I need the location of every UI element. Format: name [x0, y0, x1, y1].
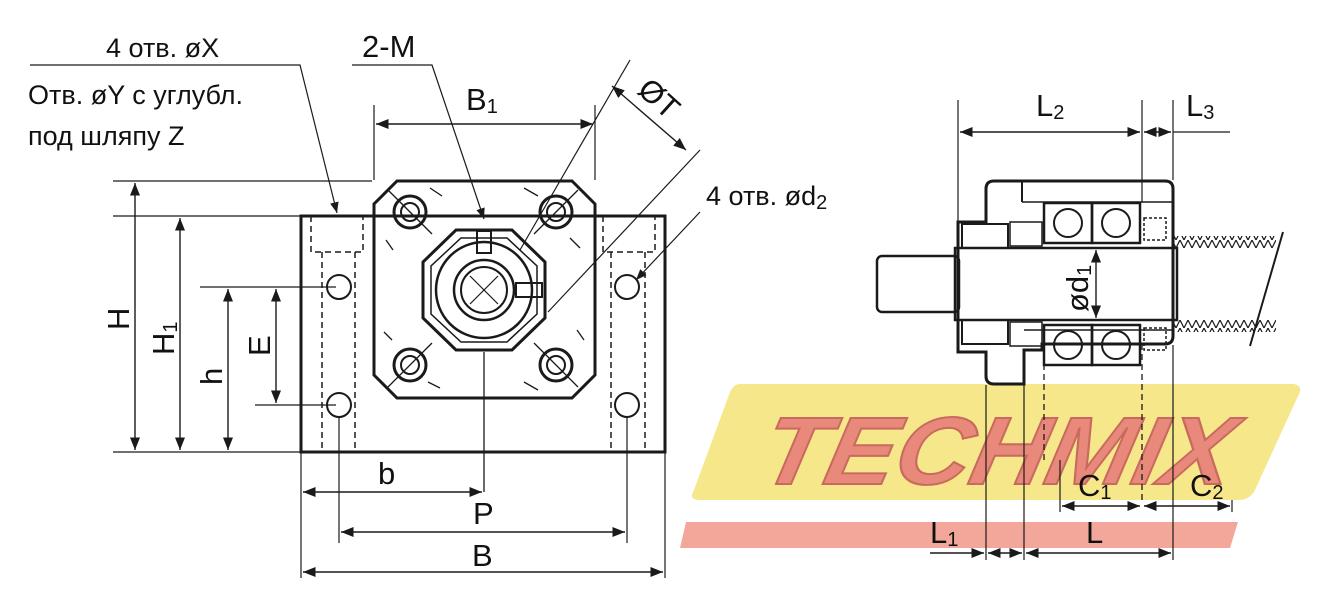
counterbore-hidden-lines	[310, 215, 656, 452]
front-view-labels: 4 отв. øX Отв. øY с углубл. под шляпу Z …	[28, 29, 827, 573]
side-view-labels: L2 L3 ød1 C1 C2 L1 L	[930, 88, 1224, 551]
c2-label: C2	[1190, 468, 1224, 504]
holes-x-label: 4 отв. øX	[106, 33, 219, 63]
lock-nut-section-top	[961, 223, 1009, 249]
c2-main: C	[1190, 468, 1212, 503]
h1-subscript: 1	[160, 321, 182, 332]
hub-ring	[434, 240, 534, 340]
l2-label: L2	[1036, 88, 1064, 124]
holes-d2-subscript: 2	[816, 192, 827, 214]
side-view-dimensions	[930, 100, 1233, 560]
l1-subscript: 1	[947, 529, 958, 551]
phi-t-label: ØT	[631, 71, 686, 126]
watermark-band	[692, 384, 1301, 500]
watermark-stripe	[680, 522, 1238, 548]
screw-thread-bottom	[1172, 320, 1276, 332]
two-m-label: 2-M	[362, 29, 415, 64]
h-upper-label: H	[101, 308, 136, 330]
b-upper-label: B	[472, 538, 493, 573]
l1-main: L	[930, 515, 947, 550]
c1-subscript: 1	[1100, 482, 1111, 504]
bolt-circle-marks	[383, 187, 585, 391]
holes-d2-label: 4 отв. ød2	[706, 181, 827, 214]
hole-y-label-line1: Отв. øY с углубл.	[28, 80, 243, 110]
front-view-dimensions	[30, 59, 701, 578]
shaft-end	[875, 254, 961, 314]
l3-main: L	[1186, 88, 1203, 123]
side-view	[875, 179, 1284, 500]
lock-nut-section-bottom	[961, 319, 1009, 345]
watermark-text: TECHMIX	[753, 397, 1252, 505]
l1-label: L1	[930, 515, 958, 551]
b1-label: B1	[466, 82, 498, 118]
housing-outline	[956, 179, 1175, 386]
tap-slot-top	[476, 230, 492, 254]
l2-subscript: 2	[1053, 102, 1064, 124]
l2-main: L	[1036, 88, 1053, 123]
h1-label: H1	[146, 321, 182, 355]
shaft-inner	[460, 266, 508, 314]
front-view	[299, 179, 667, 492]
h-lower-label: h	[194, 368, 229, 385]
l-label: L	[1086, 515, 1103, 550]
tap-slot-right	[515, 282, 543, 298]
h1-main: H	[146, 333, 181, 355]
flange-outline	[372, 179, 597, 400]
b-lower-label: b	[378, 456, 395, 491]
l3-label: L3	[1186, 88, 1214, 124]
c1-main: C	[1078, 468, 1100, 503]
c2-subscript: 2	[1212, 482, 1223, 504]
d1-main: ød	[1060, 276, 1095, 312]
holes-d2-main: 4 отв. ød	[706, 181, 816, 211]
p-label: P	[473, 496, 494, 531]
screw-body	[1172, 236, 1276, 332]
lock-nut-inner	[430, 237, 538, 343]
b1-subscript: 1	[487, 96, 498, 118]
hole-y-label-line2: под шляпу Z	[28, 121, 184, 151]
b1-main: B	[466, 82, 487, 117]
screw-thread-top	[1172, 236, 1276, 248]
shaft	[953, 246, 1179, 322]
c1-label: C1	[1078, 468, 1112, 504]
e-label: E	[242, 335, 277, 356]
shaft-outer	[452, 258, 516, 322]
watermark: TECHMIX	[680, 384, 1301, 548]
d1-label: ød1	[1060, 265, 1096, 312]
lock-nut-outer	[421, 228, 547, 352]
d1-subscript: 1	[1074, 265, 1096, 276]
flange-bolts	[392, 194, 574, 383]
l3-subscript: 3	[1203, 102, 1214, 124]
